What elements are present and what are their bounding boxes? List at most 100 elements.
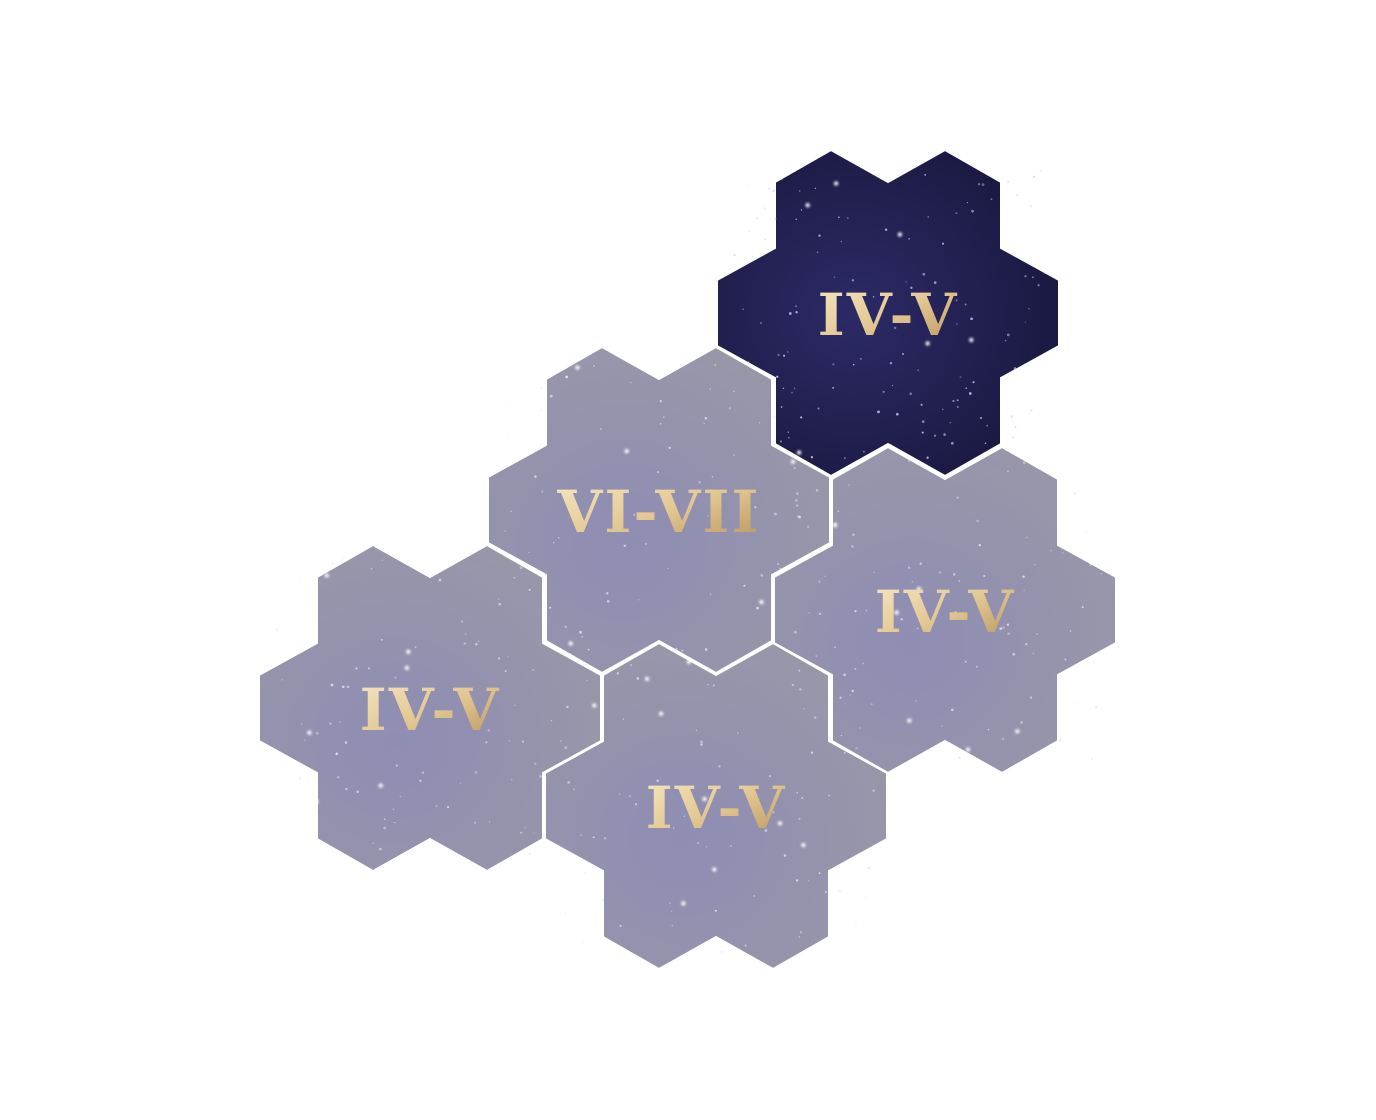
star xyxy=(506,433,508,435)
tile-iv-v-left[interactable]: IV-V xyxy=(258,543,602,873)
star xyxy=(972,381,975,384)
star xyxy=(519,566,523,570)
star xyxy=(840,734,843,737)
star xyxy=(510,510,512,512)
tile-iv-v-selected[interactable]: IV-V xyxy=(716,148,1060,478)
star xyxy=(843,673,847,677)
star xyxy=(630,382,632,384)
star xyxy=(894,326,897,330)
star xyxy=(800,931,803,934)
star xyxy=(956,406,959,408)
tile-shape xyxy=(258,543,602,873)
star xyxy=(844,457,846,459)
tile-vi-vii[interactable]: VI-VII xyxy=(487,345,831,675)
star xyxy=(794,387,796,389)
star xyxy=(1029,205,1033,208)
star xyxy=(1097,564,1100,567)
star xyxy=(984,442,987,445)
star xyxy=(800,209,803,211)
star xyxy=(474,821,477,824)
star xyxy=(976,519,979,523)
star xyxy=(346,685,350,689)
star xyxy=(854,610,857,613)
star xyxy=(774,512,777,516)
star xyxy=(580,834,583,837)
star xyxy=(851,689,854,693)
star xyxy=(818,872,821,875)
star xyxy=(616,672,619,675)
tile-iv-v-right[interactable]: IV-V xyxy=(773,445,1117,775)
star xyxy=(783,354,786,357)
star xyxy=(558,537,560,539)
star xyxy=(606,592,609,595)
star xyxy=(833,276,836,278)
star xyxy=(800,416,803,419)
star xyxy=(925,341,930,346)
star xyxy=(773,416,776,419)
star xyxy=(959,469,963,472)
star xyxy=(399,795,402,798)
star xyxy=(754,506,757,509)
star xyxy=(941,408,944,411)
tile-shape xyxy=(716,148,1060,478)
star xyxy=(968,392,972,395)
star xyxy=(702,796,707,802)
star xyxy=(383,818,386,821)
star xyxy=(697,841,700,844)
star xyxy=(1064,658,1067,661)
star xyxy=(908,237,911,240)
star xyxy=(618,793,621,795)
star xyxy=(1025,642,1028,646)
star xyxy=(832,386,835,389)
star xyxy=(865,609,868,612)
star xyxy=(798,515,802,519)
star xyxy=(760,574,764,577)
star xyxy=(777,353,780,357)
star xyxy=(818,581,821,584)
star xyxy=(660,791,663,793)
star xyxy=(793,467,796,470)
star xyxy=(905,281,907,283)
star xyxy=(315,731,319,735)
star xyxy=(867,866,871,870)
star xyxy=(978,543,982,547)
star xyxy=(345,787,348,791)
star xyxy=(700,743,703,746)
star xyxy=(815,655,818,657)
star xyxy=(566,705,569,709)
star xyxy=(485,741,488,744)
star xyxy=(894,610,899,615)
star xyxy=(818,612,822,616)
star xyxy=(969,337,974,343)
star xyxy=(872,789,875,792)
star xyxy=(958,580,961,582)
star xyxy=(550,394,553,398)
star xyxy=(916,586,922,592)
star xyxy=(852,533,855,536)
star-field xyxy=(275,557,590,855)
star xyxy=(791,683,795,687)
star xyxy=(581,635,584,638)
star xyxy=(828,794,831,797)
star xyxy=(783,854,787,857)
star xyxy=(704,416,708,420)
star xyxy=(855,754,857,757)
star xyxy=(662,416,665,419)
star xyxy=(742,308,744,310)
star xyxy=(579,630,582,634)
tile-iv-v-bottom[interactable]: IV-V xyxy=(544,641,888,971)
star xyxy=(798,669,801,672)
star xyxy=(1020,721,1023,724)
star xyxy=(758,422,761,424)
star xyxy=(956,399,959,402)
star xyxy=(848,484,850,486)
star xyxy=(459,782,462,784)
star xyxy=(920,403,923,406)
star xyxy=(1022,575,1025,578)
star xyxy=(669,902,671,904)
tile-label: IV-V xyxy=(818,281,959,349)
star xyxy=(1069,630,1072,632)
star xyxy=(810,751,814,754)
star xyxy=(1100,572,1103,575)
star xyxy=(475,642,478,646)
